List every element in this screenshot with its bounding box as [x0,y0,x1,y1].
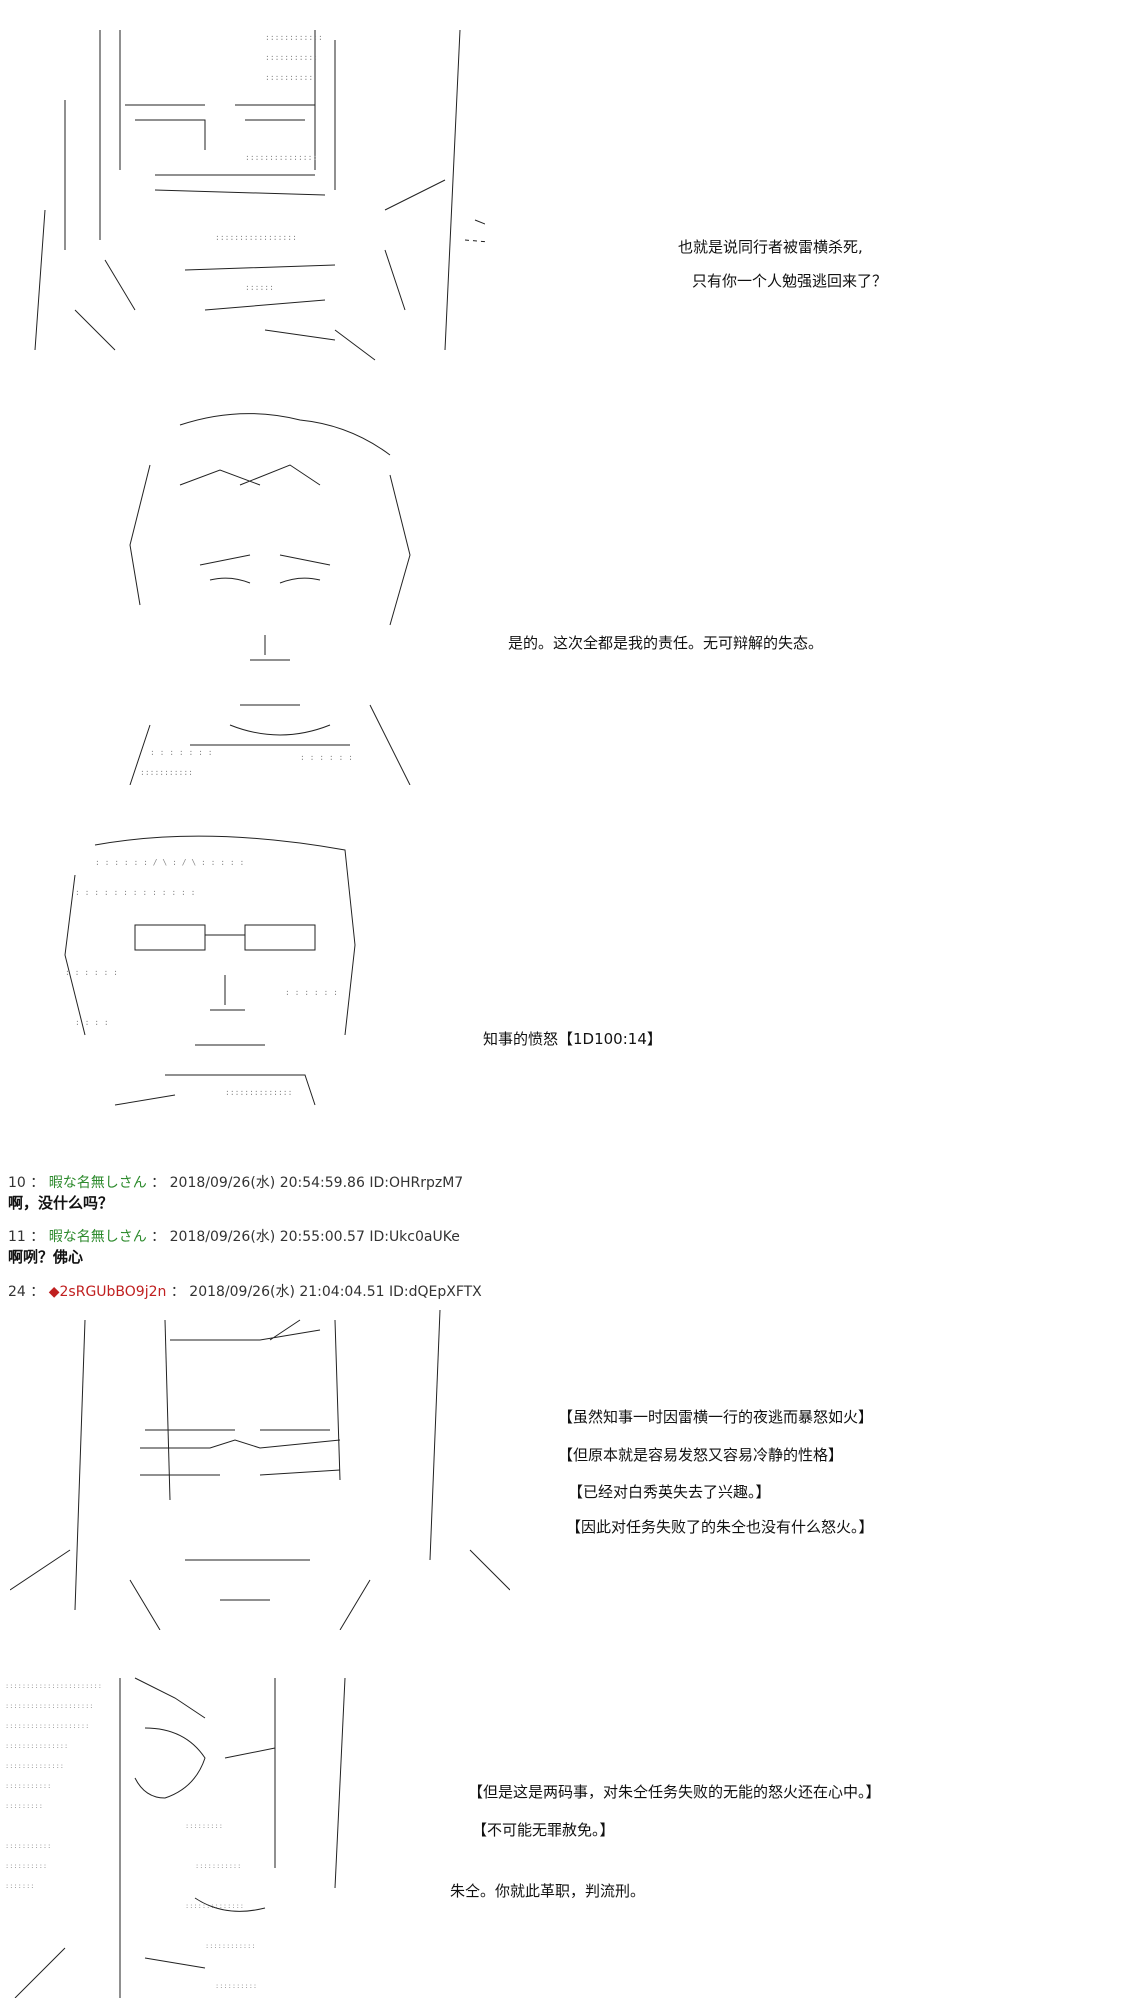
svg-text::::::::::::: ::::::::::: [140,768,193,777]
post-date: 2018/09/26(水) 20:55:00.57 [169,1229,365,1245]
poster-name[interactable]: 暇な名無しさん [48,1175,147,1191]
post-header-24: 24 ： ◆2sRGUbBO9j2n ： 2018/09/26(水) 21:04… [8,1284,482,1300]
svg-text::::::::::::: ::::::::::: [5,1782,51,1790]
post-date: 2018/09/26(水) 21:04:04.51 [189,1284,385,1300]
narration-line-4: 【因此对任务失败了的朱仝也没有什么怒火。】 [566,1518,874,1536]
narration-line-2: 【但原本就是容易发怒又容易冷静的性格】 [558,1446,844,1464]
svg-text:: : : : : :: : : : : : : [65,968,118,977]
svg-text::::::::: ::::::: [5,1882,35,1890]
post-number: 11 [8,1229,26,1245]
svg-text:::::::::::: :::::::::: [5,1862,47,1870]
svg-text::::::::::::: ::::::::::: [5,1842,51,1850]
svg-text::::::::::::::::: ::::::::::::::: [245,153,317,162]
svg-text::::::::::::::::::: ::::::::::::::::: [215,233,297,242]
svg-text:: : : : : : :: : : : : : : : [150,748,213,757]
panel1-caption-2: 只有你一个人勉强逃回来了？ [692,272,888,290]
svg-text:::::::: :::::: [245,283,274,292]
final-narration-1: 【但是这是两码事，对朱仝任务失败的无能的怒火还在心中。】 [468,1783,881,1801]
svg-text:: : : :: : : : : [75,1018,109,1027]
svg-text:::::::::::: :::::::::: [265,73,313,82]
panel3-caption: 知事的愤怒【1D100:14】 [483,1030,662,1048]
svg-text:::::::::::: :::::::::: [215,1982,257,1990]
svg-text::::::::::::: ::::::::::: [265,53,318,62]
post-id: ID:Ukc0aUKe [369,1229,460,1245]
ascii-art-face-4 [10,1300,510,1630]
svg-text:::::::::::::::::::::: :::::::::::::::::::: [5,1722,89,1730]
svg-text::::::::::::: ::::::::::: [195,1862,241,1870]
post-number: 24 [8,1284,26,1300]
svg-text:::::::::::::: :::::::::::: [265,33,323,42]
svg-text:::::::::::::::: :::::::::::::: [185,1902,244,1910]
svg-text:: : : : : :: : : : : : : [300,753,353,762]
svg-text::::::::::: ::::::::: [5,1802,43,1810]
narration-line-3: 【已经对白秀英失去了兴趣。】 [568,1483,771,1501]
poster-name[interactable]: 暇な名無しさん [48,1229,147,1245]
svg-text:: : : : : : : : : : : : :: : : : : : : : : : : : : : [75,888,195,897]
ascii-art-face-1: :::::::::::: ::::::::::: :::::::::: ::::… [5,10,485,370]
svg-text:: : : : : : / \ : / \ : : : :: : : : : : : / \ : / \ : : : : : [95,858,244,867]
ascii-art-face-3: : : : : : : / \ : / \ : : : : : : : : : … [55,825,415,1125]
final-line: 朱仝。你就此革职，判流刑。 [450,1882,646,1900]
ascii-art-face-5: ::::::::::::::::::::::: ::::::::::::::::… [5,1668,365,1998]
poster-name[interactable]: 2sRGUbBO9j2n [59,1284,167,1300]
panel1-caption-1: 也就是说同行者被雷横杀死, [678,238,863,256]
svg-text::::::::::: ::::::::: [185,1822,223,1830]
post-id: ID:OHRrpzM7 [369,1175,464,1191]
post-header-11: 11 ： 暇な名無しさん ： 2018/09/26(水) 20:55:00.57… [8,1229,460,1245]
post-header-10: 10 ： 暇な名無しさん ： 2018/09/26(水) 20:54:59.86… [8,1175,464,1191]
post-id: ID:dQEpXFTX [388,1284,482,1300]
svg-text:::::::::::::::: :::::::::::::: [225,1088,292,1097]
post-body-10: 啊，没什么吗？ [8,1194,114,1212]
post-date: 2018/09/26(水) 20:54:59.86 [169,1175,365,1191]
panel2-caption: 是的。这次全都是我的责任。无可辩解的失态。 [508,634,824,652]
svg-text:::::::::::::: :::::::::::: [205,1942,256,1950]
post-number: 10 [8,1175,26,1191]
svg-text::::::::::::::::: ::::::::::::::: [5,1742,68,1750]
svg-text:: : : : : :: : : : : : : [285,988,338,997]
svg-text:::::::::::::::: :::::::::::::: [5,1762,64,1770]
final-narration-2: 【不可能无罪赦免。】 [472,1821,615,1839]
trip-diamond-icon: ◆ [48,1284,60,1300]
svg-text::::::::::::::::::::::::: ::::::::::::::::::::::: [5,1682,102,1690]
svg-text::::::::::::::::::::::: ::::::::::::::::::::: [5,1702,94,1710]
post-body-11: 啊咧？佛心 [8,1248,84,1266]
ascii-art-face-2: : : : : : : : : : : : : : ::::::::::: [90,405,450,785]
narration-line-1: 【虽然知事一时因雷横一行的夜逃而暴怒如火】 [558,1408,874,1426]
